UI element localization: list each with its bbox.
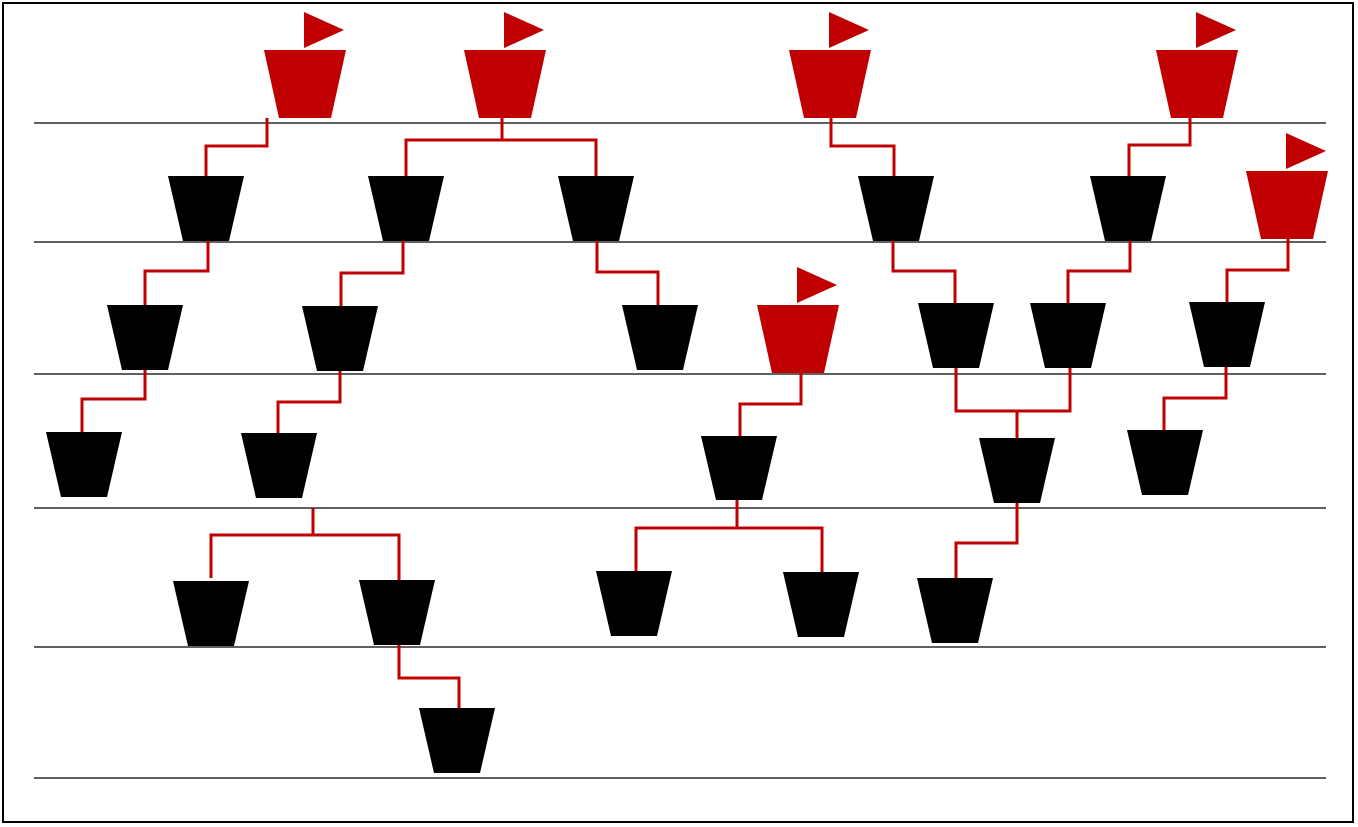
child-node-b2 [558,176,634,241]
flag-icon [797,267,837,303]
root-node-r5 [1246,171,1328,239]
child-node-b5 [241,433,317,498]
child-node-f2 [596,571,672,636]
connector-a1-a2 [143,241,210,305]
connector-g1-g2 [954,503,1019,578]
child-node-d1 [1090,176,1166,241]
child-node-b8 [419,708,495,773]
connector-b1-b3 [339,241,405,306]
connector-c1-c2 [891,241,957,303]
child-node-f1 [701,436,777,500]
connector-r3-c1 [829,118,896,176]
connector-b5-b6 [209,508,315,578]
flag-icon [1196,12,1236,48]
child-node-a2 [107,305,183,370]
flag-icon [829,12,869,48]
child-node-b4 [622,305,698,370]
child-node-a3 [46,432,122,497]
root-node-r6 [757,305,839,373]
child-node-b6 [173,581,249,646]
connector-b5-b7 [311,508,401,580]
child-node-b7 [359,580,435,645]
connector-r2-b2 [500,118,598,176]
child-node-d2 [1030,303,1106,368]
connector-a2-a3 [80,370,147,432]
flag-icon [1286,133,1326,169]
connector-r5-e1 [1225,239,1290,302]
connector-r1-a1 [204,118,269,176]
child-node-e1 [1189,302,1265,367]
child-node-g1 [979,438,1055,503]
connector-b3-b5 [276,371,342,433]
child-node-c1 [858,176,934,241]
child-node-f3 [783,572,859,637]
connector-b2-b4 [595,241,660,305]
root-node-r1 [264,50,346,118]
child-node-b1 [368,176,444,241]
flag-icon [304,12,344,48]
connector-r4-d1 [1127,118,1192,176]
child-node-b3 [302,306,378,371]
connector-r6-f1 [738,373,803,436]
child-node-c2 [918,303,994,368]
flag-icon [504,12,544,48]
connector-f1-f2 [634,500,739,571]
child-node-e2 [1127,430,1203,495]
connector-c2-g1 [954,368,1019,438]
connector-r2-b1 [404,118,504,176]
root-node-r4 [1156,50,1238,118]
connector-f1-f3 [735,500,824,572]
connector-d2-g1 [1015,368,1072,438]
child-node-a1 [168,176,244,241]
root-node-r3 [789,50,871,118]
connector-e1-e2 [1162,367,1228,430]
child-node-g2 [917,578,993,643]
connector-d1-d2 [1066,241,1132,303]
root-node-r2 [464,50,546,118]
connector-b7-b8 [397,645,461,708]
